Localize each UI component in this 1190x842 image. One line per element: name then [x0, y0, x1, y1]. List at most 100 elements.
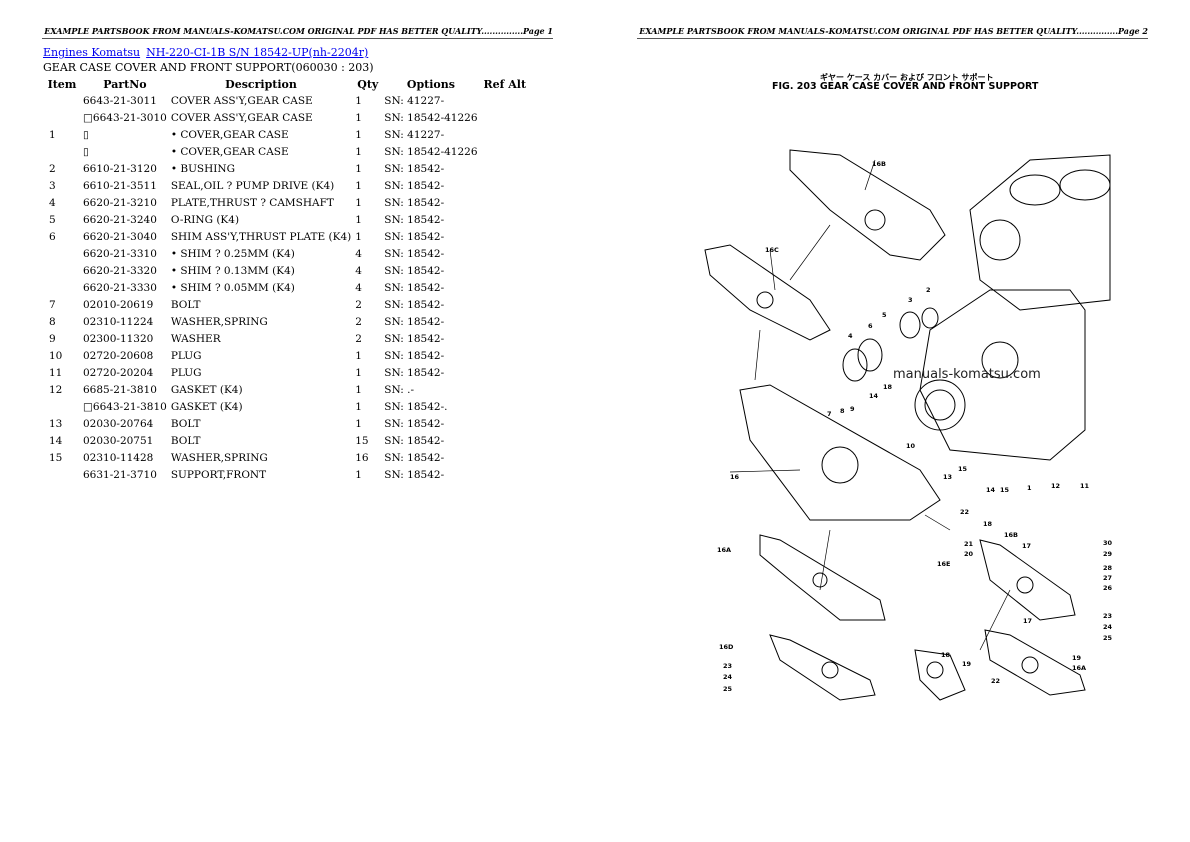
cell-item: 6 — [49, 230, 56, 243]
cell-item — [43, 92, 81, 109]
cell-desc: SEAL,OIL ? PUMP DRIVE (K4) — [170, 179, 335, 192]
cell-part: 02310-11224 — [83, 315, 154, 328]
cell-ref-alt — [480, 194, 531, 211]
callout-label: 16A — [1072, 664, 1087, 672]
cell-item — [43, 143, 81, 160]
cell-part: 6620-21-3330 — [83, 281, 157, 294]
callout-label: 10 — [906, 442, 916, 450]
cell-qty: 2 — [355, 298, 362, 311]
cell-item — [43, 466, 81, 483]
cell-item: 15 — [49, 451, 63, 464]
breadcrumb: Engines Komatsu NH-220-CI-1B S/N 18542-UP… — [43, 46, 374, 59]
cell-qty: 1 — [355, 383, 362, 396]
cell-opt: SN: 41227- — [384, 128, 445, 141]
callout-label: 8 — [840, 407, 845, 415]
cell-opt: SN: 18542- — [384, 468, 445, 481]
cell-ref-alt — [480, 296, 531, 313]
breadcrumb-link-engines[interactable]: Engines Komatsu — [43, 46, 141, 59]
callout-label: 1 — [1027, 484, 1032, 492]
cell-part: ▯ — [83, 145, 89, 158]
breadcrumb-link-model[interactable]: NH-220-CI-1B S/N 18542-UP(nh-2204r) — [146, 46, 369, 59]
cell-ref-alt — [480, 432, 531, 449]
cell-opt: SN: 18542- — [384, 298, 445, 311]
callout-label: 26 — [1103, 584, 1113, 592]
cell-item — [43, 245, 81, 262]
callout-label: 22 — [991, 677, 1001, 685]
cell-desc: PLATE,THRUST ? CAMSHAFT — [170, 196, 334, 209]
cell-part: 02300-11320 — [83, 332, 154, 345]
cell-desc: COVER ASS'Y,GEAR CASE — [170, 111, 313, 124]
front-support-16 — [739, 384, 941, 521]
cell-part: 6610-21-3120 — [83, 162, 157, 175]
callout-label: 4 — [848, 332, 853, 340]
cell-desc: WASHER,SPRING — [170, 451, 268, 464]
cell-part: 02010-20619 — [83, 298, 154, 311]
cell-desc: WASHER,SPRING — [170, 315, 268, 328]
callout-label: 14 — [869, 392, 879, 400]
bracket-lower-right — [914, 629, 1086, 701]
cell-ref-alt — [480, 143, 531, 160]
cell-opt: SN: 18542- — [384, 281, 445, 294]
cell-desc: • SHIM ? 0.13MM (K4) — [170, 264, 295, 277]
cell-qty: 15 — [355, 434, 369, 447]
cell-desc: PLUG — [170, 366, 202, 379]
callout-label: 25 — [723, 685, 733, 693]
callout-label: 16A — [717, 546, 732, 554]
cell-qty: 1 — [355, 349, 362, 362]
cell-part: ▯ — [83, 128, 89, 141]
watermark: manuals-komatsu.com — [893, 367, 1041, 382]
engine-block — [969, 154, 1111, 311]
callout-label: 2 — [926, 286, 931, 294]
callout-label: 25 — [1103, 634, 1113, 642]
cell-opt: SN: 18542-. — [384, 400, 448, 413]
page-1-header: EXAMPLE PARTSBOOK FROM MANUALS-KOMATSU.C… — [42, 26, 553, 39]
cell-qty: 4 — [355, 247, 362, 260]
cell-desc: • BUSHING — [170, 162, 235, 175]
cell-desc: • COVER,GEAR CASE — [170, 145, 289, 158]
page-2-header: EXAMPLE PARTSBOOK FROM MANUALS-KOMATSU.C… — [637, 26, 1148, 39]
cell-ref-alt — [480, 364, 531, 381]
callout-label: 16B — [872, 160, 886, 168]
cell-opt: SN: 18542- — [384, 230, 445, 243]
cell-desc: • SHIM ? 0.05MM (K4) — [170, 281, 295, 294]
cell-qty: 1 — [355, 366, 362, 379]
section-title: GEAR CASE COVER AND FRONT SUPPORT(060030… — [43, 61, 374, 74]
cell-item: 14 — [49, 434, 63, 447]
cell-desc: BOLT — [170, 434, 201, 447]
column-header: PartNo — [103, 78, 147, 91]
cell-part: 02310-11428 — [83, 451, 154, 464]
callout-label: 16 — [730, 473, 740, 481]
cell-part: 02720-20204 — [83, 366, 154, 379]
cell-ref-alt — [480, 313, 531, 330]
cell-ref-alt — [480, 245, 531, 262]
cell-ref-alt — [480, 279, 531, 296]
cell-desc: GASKET (K4) — [170, 383, 243, 396]
cell-opt: SN: 18542- — [384, 349, 445, 362]
front-support-16b — [789, 149, 946, 261]
cell-ref-alt — [480, 449, 531, 466]
cell-opt: SN: 18542- — [384, 196, 445, 209]
cell-ref-alt — [480, 398, 531, 415]
exploded-parts-diagram — [704, 149, 1111, 701]
figure-title: ギヤー ケース カバー および フロント サポート FIG. 203 GEAR … — [772, 73, 1038, 91]
cell-item: 3 — [49, 179, 56, 192]
cell-desc: O-RING (K4) — [170, 213, 240, 226]
cell-opt: SN: 18542- — [384, 179, 445, 192]
callout-label: 16E — [937, 560, 951, 568]
cell-desc: GASKET (K4) — [170, 400, 243, 413]
callout-label: 24 — [723, 673, 733, 681]
figure-title-english: FIG. 203 GEAR CASE COVER AND FRONT SUPPO… — [772, 81, 1039, 92]
callout-label: 15 — [958, 465, 968, 473]
